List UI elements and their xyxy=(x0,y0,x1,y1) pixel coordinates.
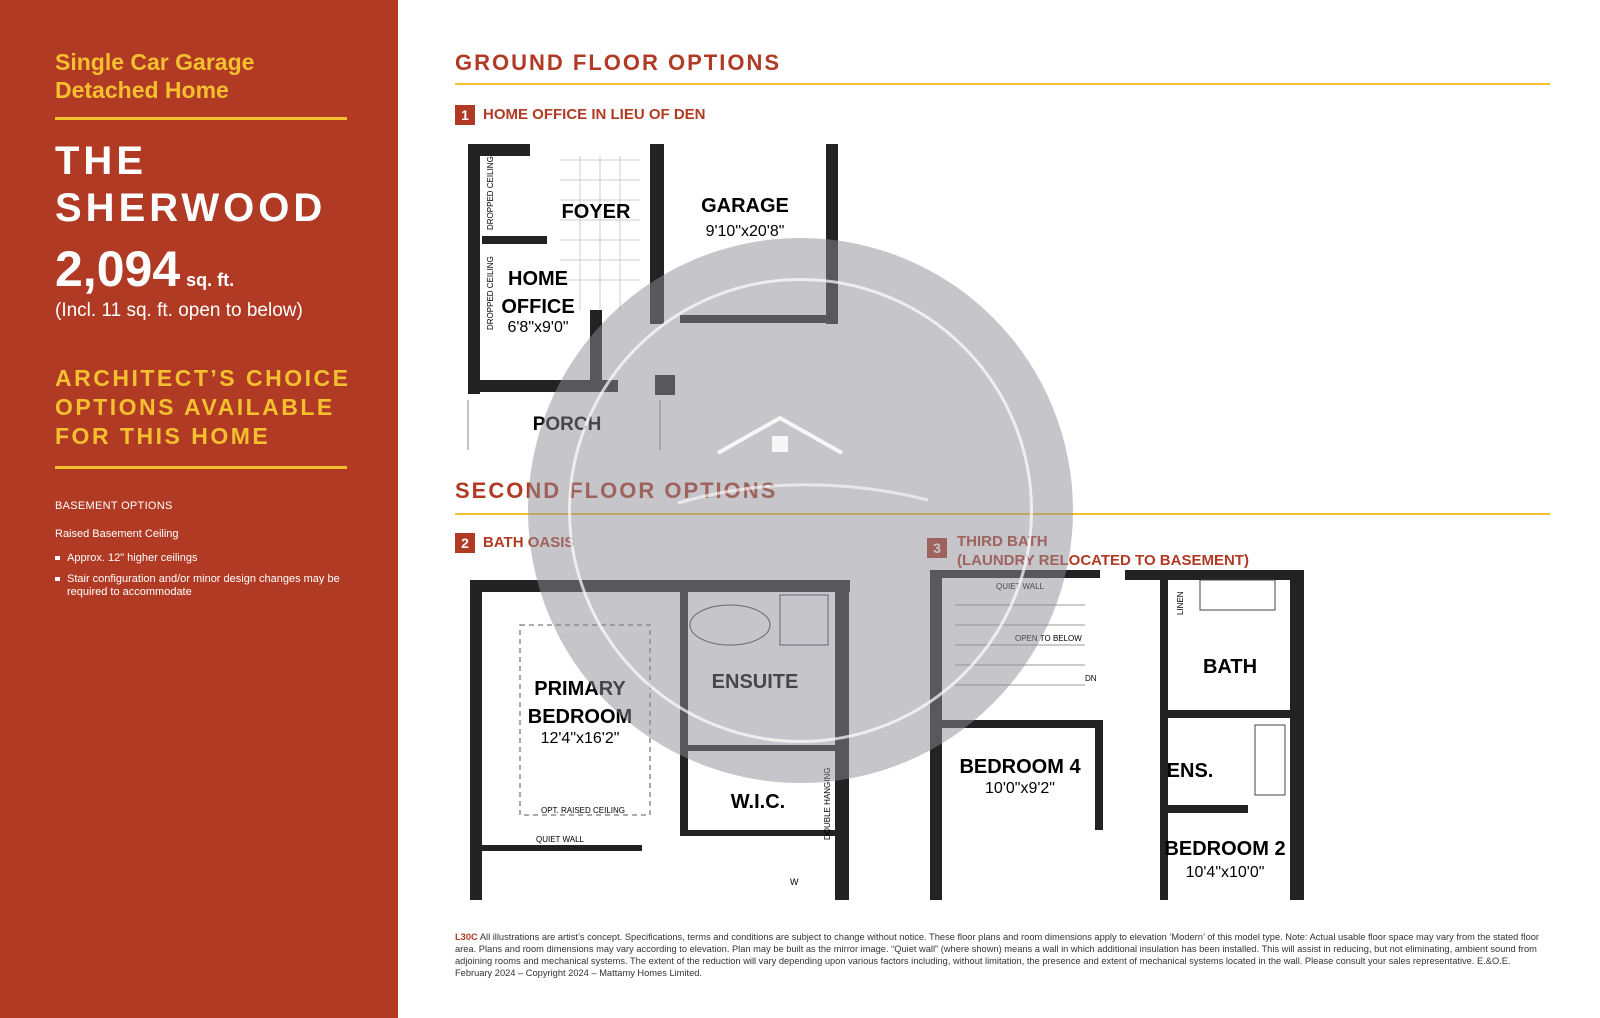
divider xyxy=(55,466,347,469)
room-label: ENS. xyxy=(1167,760,1214,782)
room-label: FOYER xyxy=(562,201,631,223)
open-to-below-label: OPEN TO BELOW xyxy=(1015,634,1082,643)
basement-heading: BASEMENT OPTIONS xyxy=(55,500,173,512)
quiet-wall-note: QUIET WALL xyxy=(996,582,1045,591)
ground-floor-heading: GROUND FLOOR OPTIONS xyxy=(455,50,781,75)
disclaimer: L30C All illustrations are artist’s conc… xyxy=(455,932,1540,978)
room-label: W.I.C. xyxy=(731,791,785,813)
basement-bullets: Approx. 12" higher ceilings Stair config… xyxy=(55,552,345,607)
room-label: BEDROOM xyxy=(528,706,632,728)
ground-floor-plan: FOYER GARAGE 9'10"x20'8" HOME OFFICE 6'8… xyxy=(467,144,838,450)
room-label: BEDROOM 2 xyxy=(1164,838,1285,860)
room-dimension: 6'8"x9'0" xyxy=(507,319,568,336)
ceiling-note: OPT. RAISED CEILING xyxy=(541,806,625,815)
second-floor-heading: SECOND FLOOR OPTIONS xyxy=(455,478,778,503)
ceiling-note: DROPPED CEILING xyxy=(486,156,495,230)
room-dimension: 9'10"x20'8" xyxy=(706,223,785,240)
bullet-item: Approx. 12" higher ceilings xyxy=(55,552,345,565)
room-label: PORCH xyxy=(533,414,602,435)
room-label: ENSUITE xyxy=(712,671,799,693)
room-label: GARAGE xyxy=(701,195,789,217)
divider xyxy=(455,513,1550,515)
ceiling-note: DROPPED CEILING xyxy=(486,256,495,330)
quiet-wall-note: QUIET WALL xyxy=(536,835,585,844)
room-label: HOME xyxy=(508,268,568,290)
washer-label: W xyxy=(790,877,799,887)
room-label: BEDROOM 4 xyxy=(959,756,1081,778)
bath-oasis-plan: PRIMARY BEDROOM 12'4"x16'2" OPT. RAISED … xyxy=(470,580,850,900)
linen-label: LINEN xyxy=(1176,591,1185,615)
room-label: OFFICE xyxy=(501,296,574,318)
stair-down-label: DN xyxy=(1085,674,1097,683)
divider xyxy=(455,83,1550,85)
room-dimension: 10'0"x9'2" xyxy=(985,780,1055,797)
room-label: BATH xyxy=(1203,656,1257,678)
room-label: PRIMARY xyxy=(534,678,626,700)
bullet-item: Stair configuration and/or minor design … xyxy=(55,573,345,599)
basement-subheading: Raised Basement Ceiling xyxy=(55,528,179,540)
open-to-below-note: (Incl. 11 sq. ft. open to below) xyxy=(55,300,303,321)
room-dimension: 10'4"x10'0" xyxy=(1186,864,1265,881)
third-bath-plan: QUIET WALL OPEN TO BELOW DN LINEN BATH E… xyxy=(930,570,1304,900)
room-dimension: 12'4"x16'2" xyxy=(541,730,620,747)
divider xyxy=(55,117,347,120)
closet-note: DOUBLE HANGING xyxy=(823,768,832,840)
